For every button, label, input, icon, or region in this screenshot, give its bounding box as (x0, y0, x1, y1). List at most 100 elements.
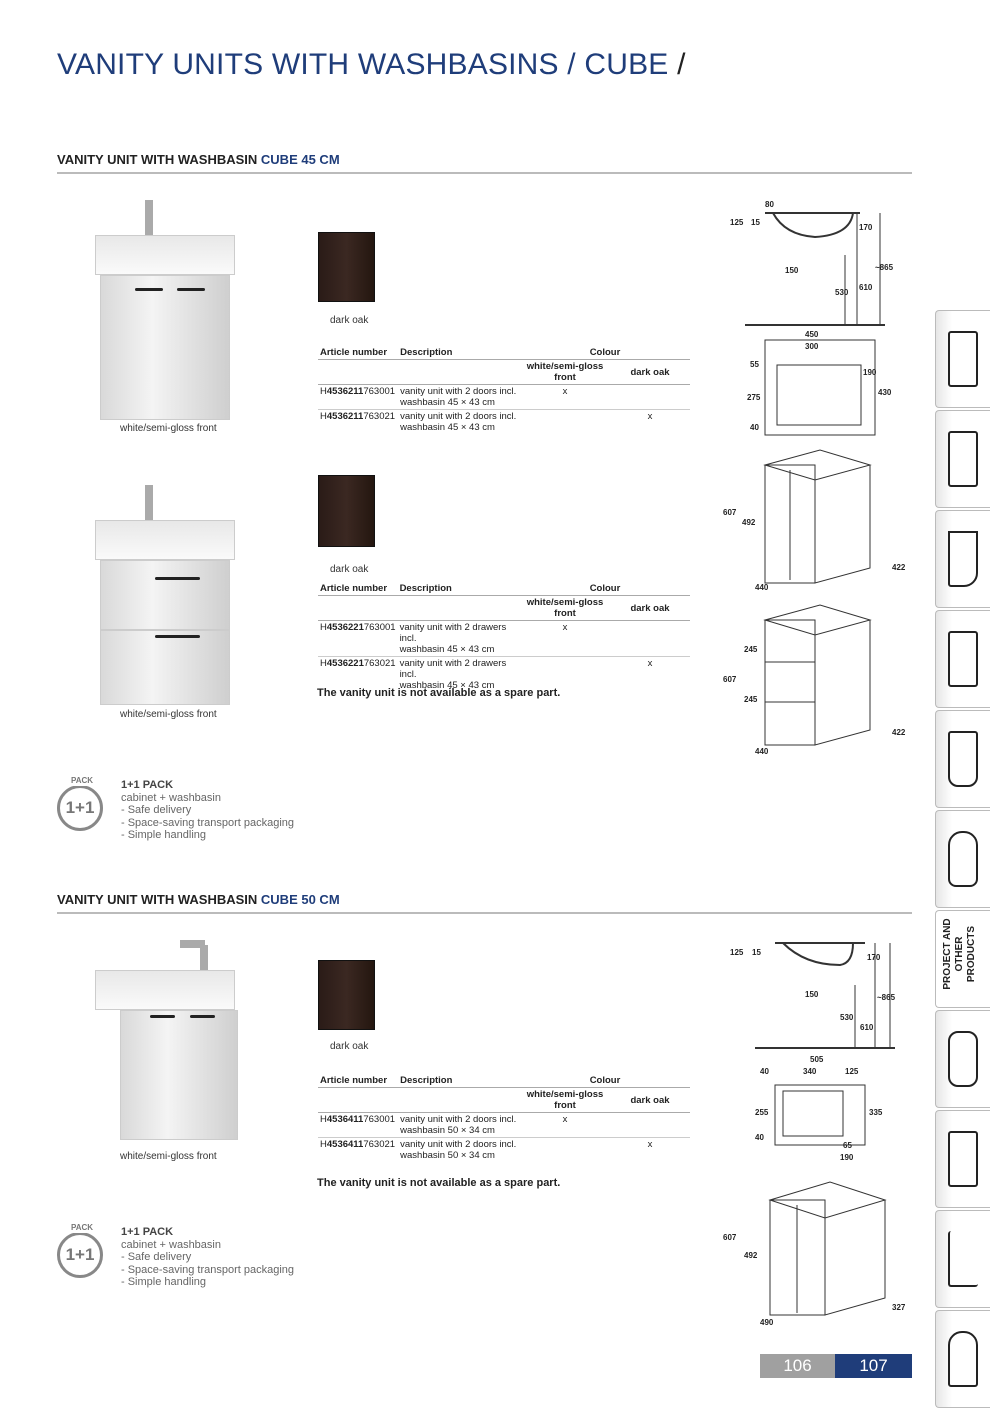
svg-text:170: 170 (859, 223, 873, 232)
bathtub-icon (948, 1031, 978, 1087)
svg-text:607: 607 (723, 675, 737, 684)
tab-installation-systems[interactable] (935, 610, 990, 708)
svg-text:150: 150 (805, 990, 819, 999)
product-image-cube50-doors (95, 940, 245, 1140)
page-title: VANITY UNITS WITH WASHBASINS / CUBE / (57, 48, 686, 81)
svg-text:607: 607 (723, 508, 737, 517)
faucet-icon (948, 1231, 978, 1287)
svg-text:40: 40 (750, 423, 759, 432)
svg-text:422: 422 (892, 563, 906, 572)
svg-text:327: 327 (892, 1303, 906, 1312)
installation-frame-icon (948, 631, 978, 687)
svg-text:~865: ~865 (877, 993, 896, 1002)
svg-text:15: 15 (752, 948, 761, 957)
tab-faucets[interactable] (935, 1210, 990, 1308)
caption: dark oak (330, 564, 369, 575)
category-tabs: PROJECT AND OTHER PRODUCTS (935, 310, 990, 1410)
svg-text:610: 610 (860, 1023, 874, 1032)
svg-text:255: 255 (755, 1108, 769, 1117)
svg-text:170: 170 (867, 953, 881, 962)
svg-text:440: 440 (755, 583, 769, 592)
svg-text:150: 150 (785, 266, 799, 275)
svg-text:80: 80 (765, 200, 774, 209)
svg-text:125: 125 (730, 218, 744, 227)
technical-drawing-basin-50: 125 15 170 150 530 610 ~865 505 40 340 1… (730, 942, 896, 1162)
toilet-icon (948, 731, 978, 787)
svg-text:190: 190 (863, 368, 877, 377)
tab-washbasins[interactable] (935, 310, 990, 408)
section-heading-cube-50: VANITY UNIT WITH WASHBASIN CUBE 50 CM (57, 892, 340, 907)
tab-toilets[interactable] (935, 710, 990, 808)
technical-drawing-cabinets-45: 607 492 440 422 607 245 245 440 422 (723, 449, 906, 756)
svg-text:335: 335 (869, 1108, 883, 1117)
faucet (145, 200, 153, 240)
product-image-dark-oak (318, 232, 375, 302)
svg-text:245: 245 (744, 645, 758, 654)
svg-text:65: 65 (843, 1141, 852, 1150)
svg-text:340: 340 (803, 1067, 817, 1076)
technical-drawing-cabinet-50: 607 492 490 327 (723, 1181, 906, 1327)
caption: dark oak (330, 1041, 369, 1052)
spare-part-note: The vanity unit is not available as a sp… (317, 687, 561, 699)
product-image-cube45-doors (95, 200, 235, 420)
svg-text:430: 430 (878, 388, 892, 397)
tab-accessories[interactable] (935, 1310, 990, 1408)
caption: white/semi-gloss front (120, 709, 217, 720)
shower-enclosure-icon (948, 1131, 978, 1187)
svg-text:530: 530 (835, 288, 849, 297)
page-number-left: 106 (760, 1354, 835, 1378)
svg-text:125: 125 (845, 1067, 859, 1076)
svg-text:15: 15 (751, 218, 760, 227)
product-image-dark-oak (318, 960, 375, 1030)
tab-mirrors[interactable] (935, 410, 990, 508)
svg-text:245: 245 (744, 695, 758, 704)
svg-text:440: 440 (755, 747, 769, 756)
svg-text:492: 492 (742, 518, 756, 527)
tab-label: PROJECT AND OTHER PRODUCTS (942, 918, 977, 990)
mirror-icon (948, 431, 978, 487)
divider (57, 912, 912, 914)
svg-text:530: 530 (840, 1013, 854, 1022)
tab-urinals[interactable] (935, 810, 990, 908)
svg-text:607: 607 (723, 1233, 737, 1242)
svg-text:610: 610 (859, 283, 873, 292)
product-image-dark-oak (318, 475, 375, 547)
svg-text:422: 422 (892, 728, 906, 737)
page-number-right: 107 (835, 1354, 912, 1378)
technical-drawing-basin-45: 80 125 15 170 150 530 610 ~865 450 300 5… (730, 200, 894, 436)
svg-text:40: 40 (755, 1133, 764, 1142)
tab-project-and-other-products[interactable]: PROJECT AND OTHER PRODUCTS (935, 910, 990, 1008)
wall-toilet-icon (948, 531, 978, 587)
svg-text:~865: ~865 (875, 263, 894, 272)
tab-bathtubs[interactable] (935, 1010, 990, 1108)
svg-text:492: 492 (744, 1251, 758, 1260)
caption: white/semi-gloss front (120, 1151, 217, 1162)
svg-text:490: 490 (760, 1318, 774, 1327)
svg-text:125: 125 (730, 948, 744, 957)
washbasin-icon (948, 331, 978, 387)
svg-text:275: 275 (747, 393, 761, 402)
svg-text:300: 300 (805, 342, 819, 351)
pedestal-icon (948, 1331, 978, 1387)
section-heading-cube-45: VANITY UNIT WITH WASHBASIN CUBE 45 CM (57, 152, 340, 167)
tab-wall-toilets[interactable] (935, 510, 990, 608)
svg-text:505: 505 (810, 1055, 824, 1064)
tab-shower-enclosures[interactable] (935, 1110, 990, 1208)
caption: white/semi-gloss front (120, 423, 217, 434)
caption: dark oak (330, 315, 369, 326)
svg-text:190: 190 (840, 1153, 854, 1162)
spare-part-note: The vanity unit is not available as a sp… (317, 1177, 561, 1189)
product-image-cube45-drawers (95, 485, 235, 705)
svg-text:40: 40 (760, 1067, 769, 1076)
